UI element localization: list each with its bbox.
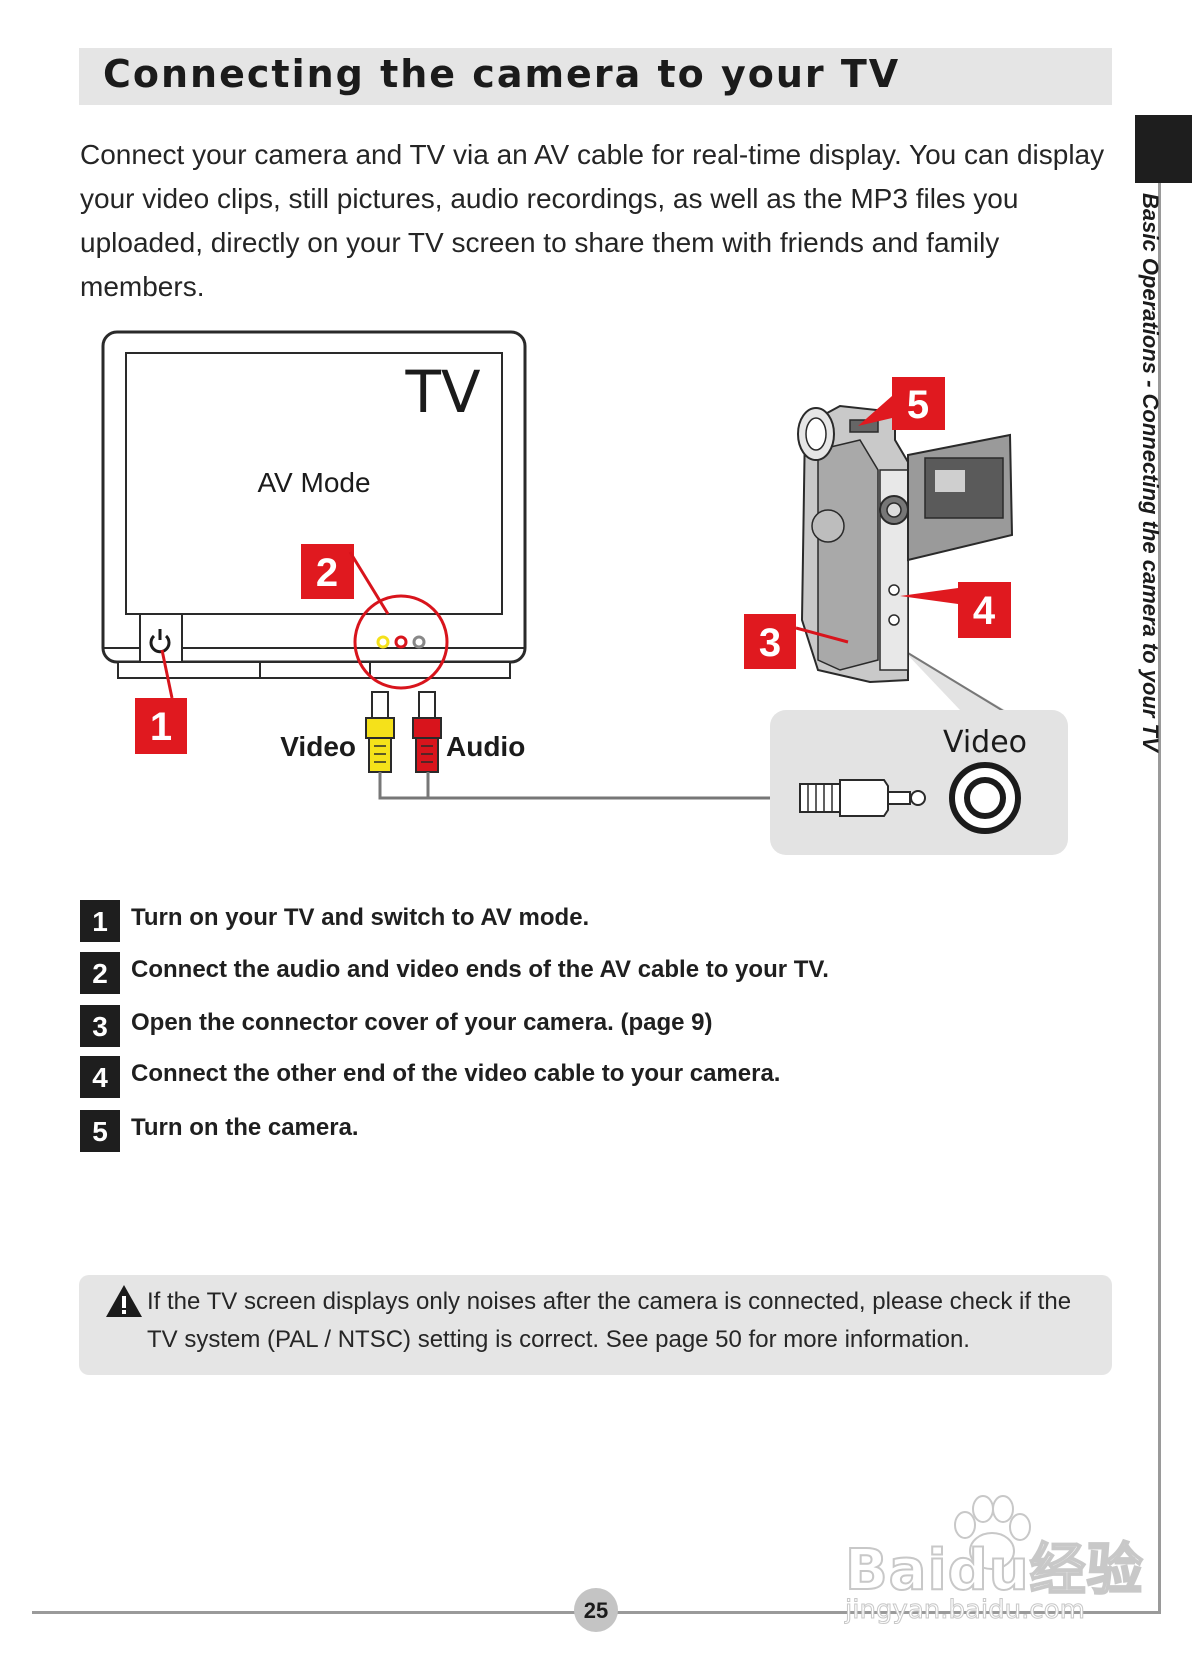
svg-text:5: 5	[907, 383, 929, 427]
audio-plug	[412, 691, 442, 773]
audio-jack-icon	[394, 635, 408, 649]
list-item: 2 Connect the audio and video ends of th…	[80, 952, 1080, 994]
callout-3: 3	[744, 614, 849, 669]
av-cable	[378, 772, 430, 800]
watermark-url: jingyan.baidu.com	[845, 1595, 1086, 1626]
svg-text:4: 4	[973, 589, 996, 633]
step-number: 4	[80, 1056, 120, 1098]
power-icon	[149, 629, 171, 654]
watermark-brand: Baidu经验	[844, 1537, 1144, 1604]
tv-illustration: TV AV Mode	[101, 330, 527, 690]
baidu-watermark: Baidu经验 jingyan.baidu.com	[844, 1495, 1145, 1630]
video-jack-icon	[376, 635, 390, 649]
intro-paragraph: Connect your camera and TV via an AV cab…	[80, 139, 1105, 302]
chapter-tab	[1135, 115, 1192, 183]
jack-highlight-circle	[353, 594, 449, 690]
step-text: Turn on the camera.	[131, 1114, 359, 1141]
paw-logo-icon	[954, 1495, 1031, 1570]
warning-icon	[106, 1285, 142, 1317]
step-text: Turn on your TV and switch to AV mode.	[131, 904, 590, 931]
camera-illustration	[797, 404, 1014, 684]
audio-label: Audio	[446, 731, 525, 762]
step-number: 5	[80, 1110, 120, 1152]
list-item: 1 Turn on your TV and switch to AV mode.	[80, 900, 1080, 942]
camera-port-label: Video	[943, 725, 1027, 760]
caution-note: If the TV screen displays only noises af…	[79, 1275, 1112, 1375]
step-number: 1	[80, 900, 120, 942]
svg-text:1: 1	[150, 705, 172, 749]
step-text: Connect the audio and video ends of the …	[131, 956, 829, 983]
list-item: 4 Connect the other end of the video cab…	[80, 1056, 1080, 1098]
video-label: Video	[280, 731, 356, 762]
callout-1: 1	[135, 649, 187, 754]
step-text: Open the connector cover of your camera.…	[131, 1009, 713, 1036]
svg-text:2: 2	[316, 551, 338, 595]
note-text: If the TV screen displays only noises af…	[147, 1288, 1072, 1353]
svg-text:3: 3	[759, 621, 781, 665]
callout-5: 5	[858, 377, 945, 430]
video-plug	[365, 691, 395, 773]
tv-mode-label: AV Mode	[257, 467, 370, 498]
callout-2: 2	[301, 544, 390, 615]
step-number: 2	[80, 952, 120, 994]
side-rule	[1158, 183, 1161, 1614]
audio-jack-icon	[412, 635, 426, 649]
page-title: Connecting the camera to your TV	[103, 52, 901, 96]
callout-4: 4	[900, 582, 1011, 638]
tv-label: TV	[404, 358, 480, 426]
camera-port-callout: Video	[770, 649, 1068, 855]
list-item: 5 Turn on the camera.	[80, 1110, 1080, 1152]
connection-diagram: TV AV Mode 1 2	[101, 330, 1068, 855]
step-text: Connect the other end of the video cable…	[131, 1060, 781, 1087]
step-number: 3	[80, 1005, 120, 1047]
page-number: 25	[574, 1588, 618, 1632]
list-item: 3 Open the connector cover of your camer…	[80, 1005, 1080, 1047]
title-bar: Connecting the camera to your TV	[79, 48, 1112, 105]
